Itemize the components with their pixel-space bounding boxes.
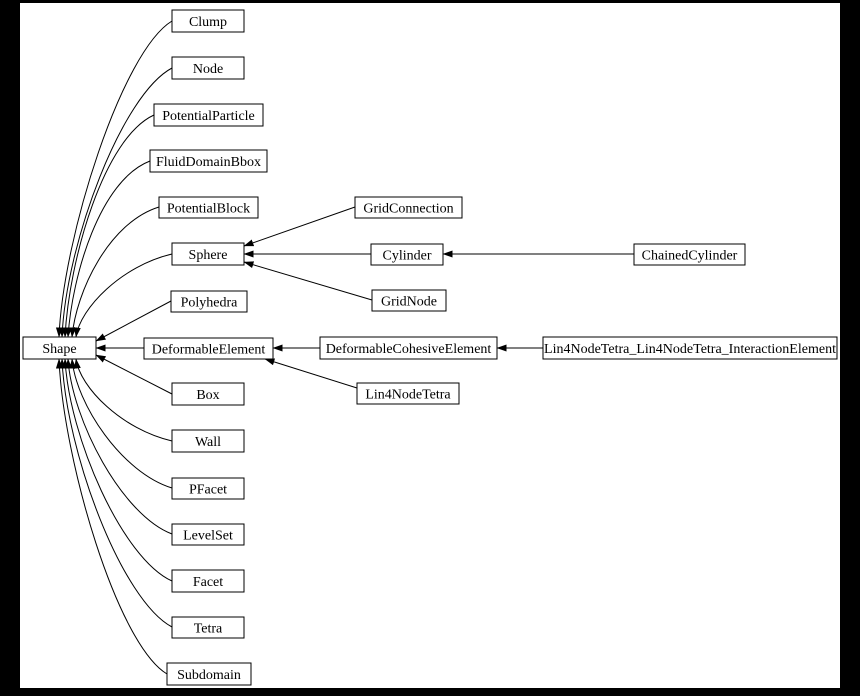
- class-node-label: Lin4NodeTetra: [365, 388, 451, 403]
- class-node-label: Facet: [193, 575, 223, 590]
- class-node-box: [354, 196, 463, 219]
- inheritance-edge-polyhedra-to-shape: [95, 300, 172, 342]
- class-node-box: [171, 523, 245, 546]
- class-node-label: Wall: [195, 435, 221, 450]
- class-node-label: GridConnection: [363, 202, 453, 217]
- class-node-label: GridNode: [381, 295, 437, 310]
- class-node-fluid-domain-bbox[interactable]: FluidDomainBbox: [149, 149, 268, 173]
- class-node-lin4-node-tetra[interactable]: Lin4NodeTetra: [356, 382, 460, 405]
- class-node-label: Sphere: [189, 248, 228, 263]
- class-node-label: PotentialBlock: [167, 202, 250, 217]
- class-node-box: [171, 9, 245, 33]
- class-node-label: Subdomain: [177, 668, 241, 683]
- class-node-label: DeformableCohesiveElement: [326, 342, 492, 357]
- class-node-box: [171, 56, 245, 80]
- class-node-label: Polyhedra: [181, 296, 239, 311]
- class-node-label: DeformableElement: [152, 343, 266, 358]
- class-node-box: [171, 429, 245, 453]
- inheritance-edge-levelset-to-shape: [65, 358, 173, 535]
- inheritance-edge-sphere-to-shape: [73, 253, 173, 338]
- class-node-box: [370, 243, 444, 266]
- class-node-label: ChainedCylinder: [642, 249, 738, 264]
- class-node-grid-node[interactable]: GridNode: [371, 289, 447, 312]
- class-node-box: [170, 290, 248, 313]
- class-node-subdomain[interactable]: Subdomain: [166, 662, 252, 686]
- class-node-deformable-element[interactable]: DeformableElement: [143, 337, 274, 360]
- class-node-box: [356, 382, 460, 405]
- class-node-lin4-interaction-element[interactable]: Lin4NodeTetra_Lin4NodeTetra_InteractionE…: [542, 336, 838, 360]
- class-node-polyhedra[interactable]: Polyhedra: [170, 290, 248, 313]
- class-node-chained-cylinder[interactable]: ChainedCylinder: [633, 243, 746, 266]
- inheritance-edge-tetra-to-shape: [58, 358, 173, 628]
- inheritance-edge-lin4-node-tetra-to-deformable-element: [264, 358, 358, 389]
- class-node-label: Lin4NodeTetra_Lin4NodeTetra_InteractionE…: [544, 342, 836, 357]
- inheritance-diagram: Shape ClumpNodePotentialParticleFluidDoma…: [22, 9, 838, 686]
- class-node-clump[interactable]: Clump: [171, 9, 245, 33]
- class-node-grid-connection[interactable]: GridConnection: [354, 196, 463, 219]
- class-node-pfacet[interactable]: PFacet: [171, 477, 245, 500]
- class-node-box: [143, 337, 274, 360]
- class-node-potential-particle[interactable]: PotentialParticle: [153, 103, 264, 127]
- class-node-label: Node: [193, 62, 223, 77]
- class-node-box: [171, 382, 245, 406]
- inheritance-edge-facet-to-shape: [61, 358, 173, 582]
- class-node-box: [171, 477, 245, 500]
- inheritance-edge-grid-node-to-sphere: [243, 261, 373, 301]
- class-node-label: LevelSet: [183, 529, 233, 544]
- class-node-box: [158, 196, 259, 219]
- class-node-box: [371, 289, 447, 312]
- class-node-label: Cylinder: [383, 249, 432, 264]
- class-node-label: Tetra: [194, 622, 223, 637]
- inheritance-edge-potential-particle-to-shape: [61, 114, 155, 338]
- class-node-label: Shape: [42, 342, 76, 357]
- inheritance-edge-wall-to-shape: [73, 358, 173, 442]
- class-node-label: PotentialParticle: [162, 109, 255, 124]
- inheritance-edge-node-to-shape: [58, 67, 173, 338]
- class-node-label: PFacet: [189, 483, 227, 498]
- class-node-shape: Shape: [22, 336, 97, 360]
- class-node-label: Clump: [189, 15, 227, 30]
- class-node-box: [171, 242, 245, 266]
- class-node-wall[interactable]: Wall: [171, 429, 245, 453]
- class-node-levelset[interactable]: LevelSet: [171, 523, 245, 546]
- class-node-box: [171, 616, 245, 639]
- class-node-label: FluidDomainBbox: [156, 155, 261, 170]
- class-node-cylinder[interactable]: Cylinder: [370, 243, 444, 266]
- inheritance-edge-subdomain-to-shape: [55, 358, 168, 675]
- class-node-box: [149, 149, 268, 173]
- class-node-potential-block[interactable]: PotentialBlock: [158, 196, 259, 219]
- class-node-box: [542, 336, 838, 360]
- class-node-box: [153, 103, 264, 127]
- inheritance-edge-pfacet-to-shape: [69, 358, 173, 489]
- class-node-facet[interactable]: Facet: [171, 569, 245, 593]
- class-node-tetra[interactable]: Tetra: [171, 616, 245, 639]
- inheritance-edge-potential-block-to-shape: [69, 206, 160, 338]
- class-node-box[interactable]: Box: [171, 382, 245, 406]
- class-node-box: [22, 336, 97, 360]
- inheritance-edge-clump-to-shape: [55, 20, 173, 338]
- class-node-node[interactable]: Node: [171, 56, 245, 80]
- class-node-label: Box: [196, 388, 219, 403]
- inheritance-edge-grid-connection-to-sphere: [243, 206, 356, 247]
- class-node-deformable-cohesive-element[interactable]: DeformableCohesiveElement: [319, 336, 498, 360]
- inheritance-edge-box-to-shape: [95, 354, 173, 395]
- class-node-box: [319, 336, 498, 360]
- class-node-box: [171, 569, 245, 593]
- class-node-box: [633, 243, 746, 266]
- class-node-sphere[interactable]: Sphere: [171, 242, 245, 266]
- inheritance-edge-fluid-domain-bbox-to-shape: [65, 160, 151, 338]
- class-node-box: [166, 662, 252, 686]
